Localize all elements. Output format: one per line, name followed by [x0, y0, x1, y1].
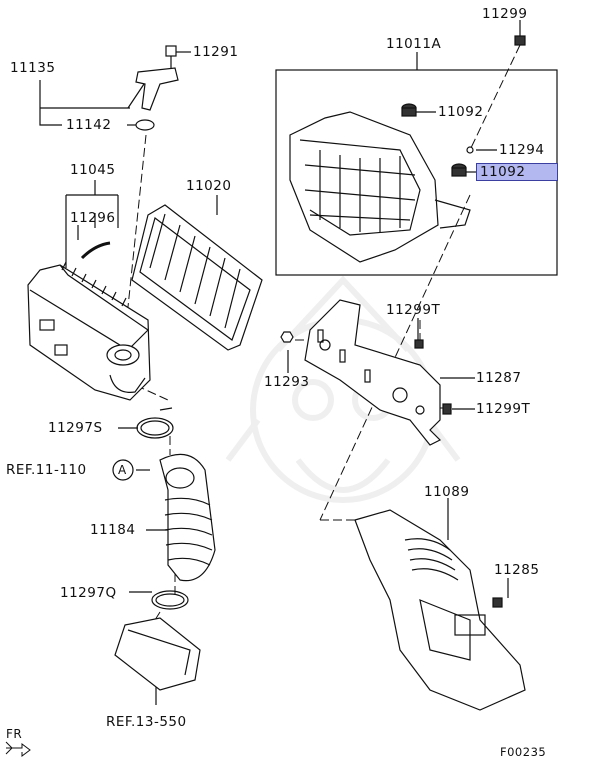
intake-hose-11184	[159, 453, 216, 582]
label-front: FR	[6, 727, 23, 741]
air-cleaner-case-11045	[27, 261, 151, 401]
duct-ref13	[114, 617, 201, 691]
air-cleaner-cover-11011A	[289, 111, 471, 263]
label-ref-11-110[interactable]: REF.11-110	[6, 462, 87, 478]
bushing-11092-b	[451, 163, 467, 177]
label-11285[interactable]: 11285	[494, 562, 540, 578]
ref-a-circle	[112, 459, 134, 481]
label-11011A[interactable]: 11011A	[386, 36, 442, 52]
nut-11293	[280, 331, 294, 343]
bolt-11299T-b	[442, 403, 452, 415]
label-11287[interactable]: 11287	[476, 370, 522, 386]
filter-element-11020	[131, 204, 263, 351]
bolt-11299	[514, 35, 526, 46]
clamp-11297Q	[151, 590, 189, 610]
label-11299T-a[interactable]: 11299T	[386, 302, 441, 318]
label-11299T-b[interactable]: 11299T	[476, 401, 531, 417]
label-11296[interactable]: 11296	[70, 210, 116, 226]
label-11294[interactable]: 11294	[499, 142, 545, 158]
label-11299[interactable]: 11299	[482, 6, 528, 22]
label-11092-highlighted[interactable]: 11092	[476, 163, 558, 181]
label-11135[interactable]: 11135	[10, 60, 56, 76]
label-11020[interactable]: 11020	[186, 178, 232, 194]
bushing-11092-a	[401, 103, 417, 117]
label-11297S[interactable]: 11297S	[48, 420, 103, 436]
label-11089[interactable]: 11089	[424, 484, 470, 500]
label-11184[interactable]: 11184	[90, 522, 136, 538]
resonator-11089	[354, 509, 526, 711]
bracket-11287	[304, 299, 442, 446]
label-ref-a: A	[118, 463, 127, 477]
label-11045[interactable]: 11045	[70, 162, 116, 178]
clamp-11297S	[136, 407, 174, 439]
label-11142[interactable]: 11142	[66, 117, 112, 133]
figure-code: F00235	[500, 745, 547, 759]
front-arrow-icon	[5, 741, 31, 757]
label-ref-13-550[interactable]: REF.13-550	[106, 714, 187, 730]
label-11293[interactable]: 11293	[264, 374, 310, 390]
label-11291[interactable]: 11291	[193, 44, 239, 60]
bolt-11291	[165, 45, 177, 68]
label-11297Q[interactable]: 11297Q	[60, 585, 117, 601]
label-11092-a[interactable]: 11092	[438, 104, 484, 120]
bolt-11299T-a	[414, 339, 424, 349]
bolt-11285	[492, 597, 503, 608]
